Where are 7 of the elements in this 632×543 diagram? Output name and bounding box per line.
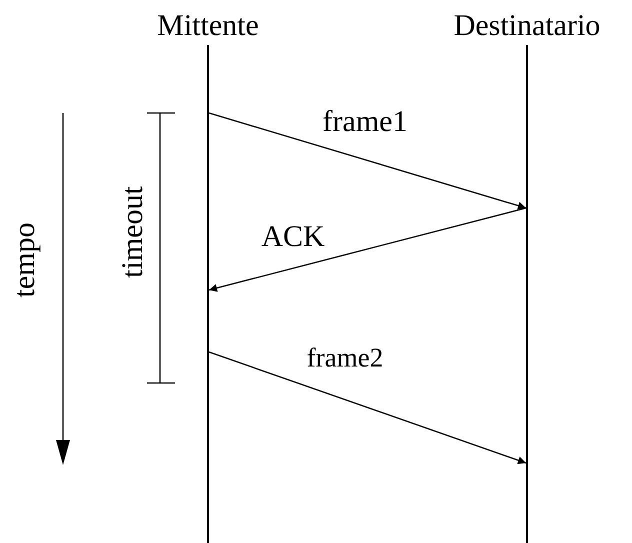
message-arrow: [208, 351, 526, 464]
participant-label: Destinatario: [454, 11, 600, 41]
participant-label: Mittente: [157, 11, 259, 41]
message-arrow: [208, 207, 526, 292]
bracket-label: timeout: [118, 186, 148, 278]
message-arrow: [208, 112, 526, 210]
axis-label: tempo: [10, 222, 40, 298]
